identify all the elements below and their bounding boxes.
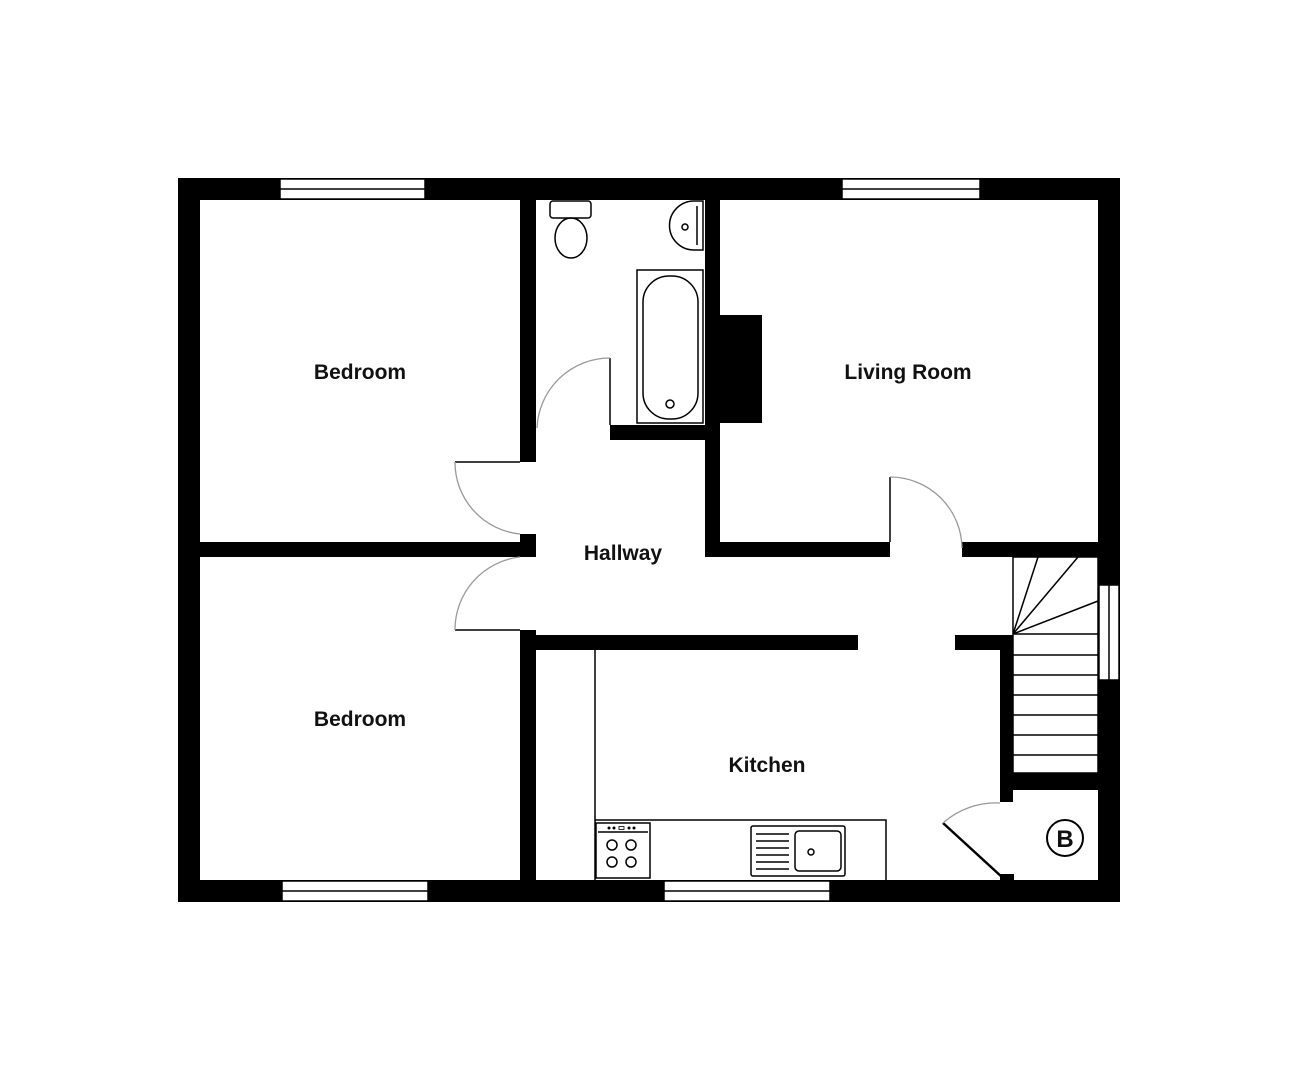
window-bottom-kitchen bbox=[663, 880, 831, 902]
boiler-icon: B bbox=[1046, 819, 1084, 857]
window-top-bedroom bbox=[279, 178, 426, 200]
room-label-bedroom-lower: Bedroom bbox=[314, 708, 406, 731]
outer-walls bbox=[178, 178, 1120, 902]
window-right-stairs bbox=[1098, 584, 1120, 681]
boiler-label: B bbox=[1056, 826, 1073, 853]
toilet-icon bbox=[549, 200, 592, 259]
bath-icon bbox=[636, 269, 704, 424]
door-living-room[interactable] bbox=[889, 476, 963, 549]
room-label-bedroom-upper: Bedroom bbox=[314, 361, 406, 384]
door-bedroom-upper[interactable] bbox=[454, 461, 521, 535]
interior-walls bbox=[200, 200, 1098, 880]
room-label-living-room: Living Room bbox=[844, 361, 971, 384]
door-bathroom[interactable] bbox=[536, 357, 611, 429]
basin-icon bbox=[668, 200, 704, 251]
door-boiler-cupboard[interactable] bbox=[942, 802, 1004, 879]
kitchen-counter bbox=[594, 650, 887, 880]
staircase[interactable] bbox=[1012, 556, 1099, 774]
window-bottom-bedroom bbox=[281, 880, 429, 902]
chimney-breast bbox=[720, 315, 762, 423]
oven-icon bbox=[595, 822, 651, 879]
door-bedroom-lower[interactable] bbox=[454, 556, 521, 631]
room-label-hallway: Hallway bbox=[584, 542, 663, 565]
room-label-kitchen: Kitchen bbox=[728, 754, 805, 777]
window-top-living bbox=[841, 178, 981, 200]
sink-icon bbox=[750, 825, 846, 877]
